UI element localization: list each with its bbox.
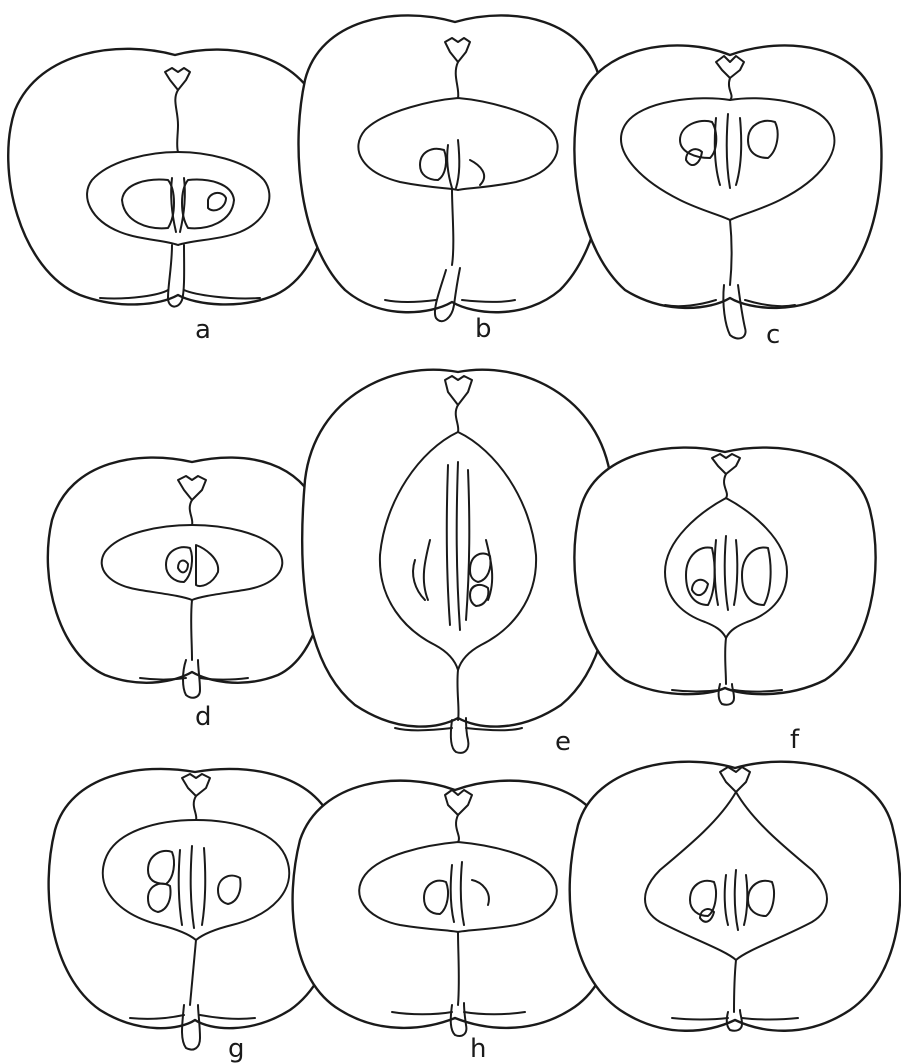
label-f: f [790,725,800,755]
label-e: e [555,727,571,757]
apple-section-d [48,458,327,698]
apple-section-f [574,448,875,705]
apple-section-b [298,15,606,321]
apple-section-a [8,49,331,307]
label-b: b [475,314,492,344]
apple-section-e [302,370,614,753]
apple-section-unlabeled [570,762,901,1031]
label-g: g [228,1034,245,1063]
label-a: a [195,315,211,345]
label-c: c [766,320,780,350]
apple-section-c [574,45,881,338]
label-h: h [470,1034,486,1063]
apple-section-h [293,781,618,1036]
label-d: d [195,702,212,732]
